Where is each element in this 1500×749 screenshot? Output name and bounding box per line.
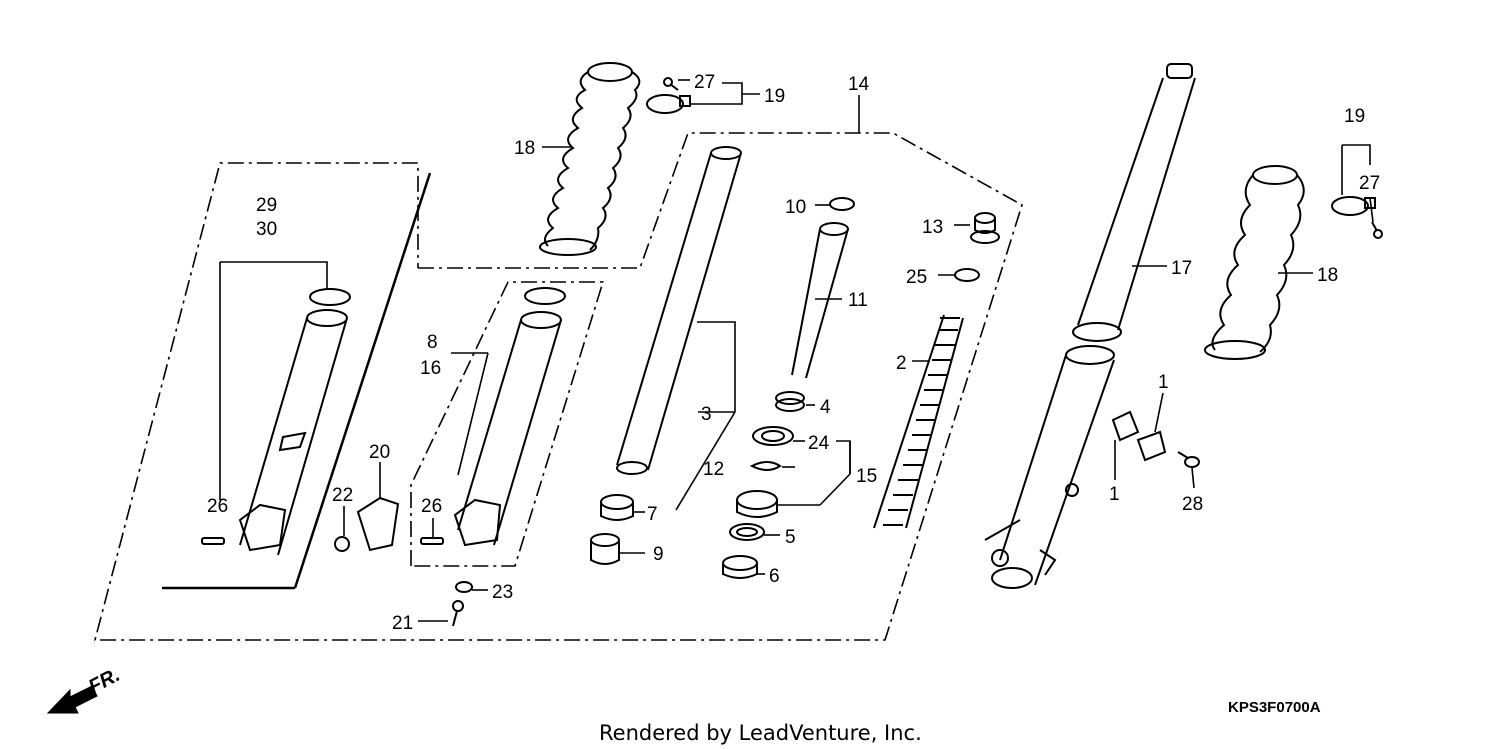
oil-seal[interactable] (752, 426, 794, 446)
damper-rod[interactable] (791, 222, 849, 379)
fork-spring[interactable] (873, 314, 964, 529)
axle-holder[interactable] (356, 496, 400, 552)
callout-21: 21 (392, 613, 413, 634)
callout-22: 22 (332, 485, 353, 506)
o-ring[interactable] (954, 268, 980, 282)
callout-19-right: 19 (1344, 106, 1365, 127)
front-direction-arrow: FR. (46, 664, 124, 714)
rebound-spring[interactable] (775, 391, 805, 412)
render-credit: Rendered by LeadVenture, Inc. (599, 721, 922, 745)
seal-set[interactable] (736, 490, 778, 518)
callout-15: 15 (856, 466, 877, 487)
sealing-washer[interactable] (455, 581, 473, 593)
callout-6: 6 (769, 566, 780, 587)
fr-arrow-icon (46, 685, 98, 714)
piston-collar[interactable] (590, 533, 620, 565)
diagram-code: KPS3F0700A (1228, 699, 1321, 716)
callout-7: 7 (647, 504, 658, 525)
reflector-bracket-right[interactable] (1136, 430, 1167, 462)
stud-bolt-middle[interactable] (420, 537, 444, 545)
stud-bolt-left[interactable] (201, 537, 225, 545)
callout-9: 9 (653, 544, 664, 565)
callout-18-top: 18 (514, 138, 535, 159)
callout-2: 2 (896, 353, 907, 374)
leader-lines (219, 79, 1374, 622)
callout-10: 10 (785, 197, 806, 218)
callout-26-middle: 26 (421, 496, 442, 517)
callout-16: 16 (420, 358, 441, 379)
assembly-boundaries (93, 132, 1023, 641)
callout-8: 8 (427, 332, 438, 353)
callout-19-top: 19 (764, 86, 785, 107)
callout-5: 5 (785, 527, 796, 548)
boot-clamp-top[interactable] (646, 94, 691, 114)
callout-26-left: 26 (207, 496, 228, 517)
callout-18-right: 18 (1317, 265, 1338, 286)
clamp-screw-top[interactable] (663, 77, 679, 91)
callout-25: 25 (906, 267, 927, 288)
callout-1-bottom: 1 (1109, 484, 1120, 505)
circlip[interactable] (829, 197, 855, 211)
fork-slider-middle[interactable] (453, 287, 566, 547)
back-up-ring[interactable] (729, 523, 765, 541)
callout-11: 11 (848, 290, 868, 311)
callout-4: 4 (820, 397, 831, 418)
reflector-bracket-left[interactable] (1111, 410, 1140, 442)
callout-29: 29 (256, 195, 277, 216)
inner-fork-tube[interactable] (616, 146, 742, 475)
slide-bushing[interactable] (600, 494, 634, 521)
callout-17: 17 (1171, 258, 1192, 279)
guide-bushing[interactable] (722, 555, 758, 579)
fork-cap-bolt[interactable] (970, 212, 1000, 244)
assembly-29-bracket-side (293, 172, 432, 589)
boot-clamp-right[interactable] (1331, 196, 1376, 216)
callout-12: 12 (703, 459, 724, 480)
fork-slider-left[interactable] (238, 288, 351, 556)
fork-assembly-right[interactable] (984, 63, 1196, 589)
socket-bolt[interactable] (452, 600, 464, 627)
callout-14: 14 (848, 74, 870, 95)
callout-labels: 27 19 18 14 29 30 8 16 20 22 26 26 23 21… (207, 72, 1380, 634)
callout-30: 30 (256, 219, 277, 240)
callout-3: 3 (701, 404, 712, 425)
callout-28: 28 (1182, 494, 1203, 515)
clamp-screw-right[interactable] (1371, 221, 1383, 239)
fork-boot-top[interactable] (539, 62, 641, 256)
callout-20: 20 (369, 442, 390, 463)
callout-24: 24 (808, 433, 830, 454)
callout-13: 13 (922, 217, 943, 238)
flange-nut[interactable] (334, 536, 350, 552)
fork-boot-right[interactable] (1204, 165, 1305, 360)
callout-1-top: 1 (1158, 372, 1169, 393)
assembly-14-outline (93, 132, 1023, 641)
callout-27-top: 27 (694, 72, 715, 93)
flange-bolt[interactable] (1177, 451, 1200, 468)
stopper-ring[interactable] (749, 461, 782, 471)
assembly-8-outline (410, 281, 605, 567)
callout-27-right: 27 (1359, 173, 1380, 194)
callout-23: 23 (492, 582, 513, 603)
